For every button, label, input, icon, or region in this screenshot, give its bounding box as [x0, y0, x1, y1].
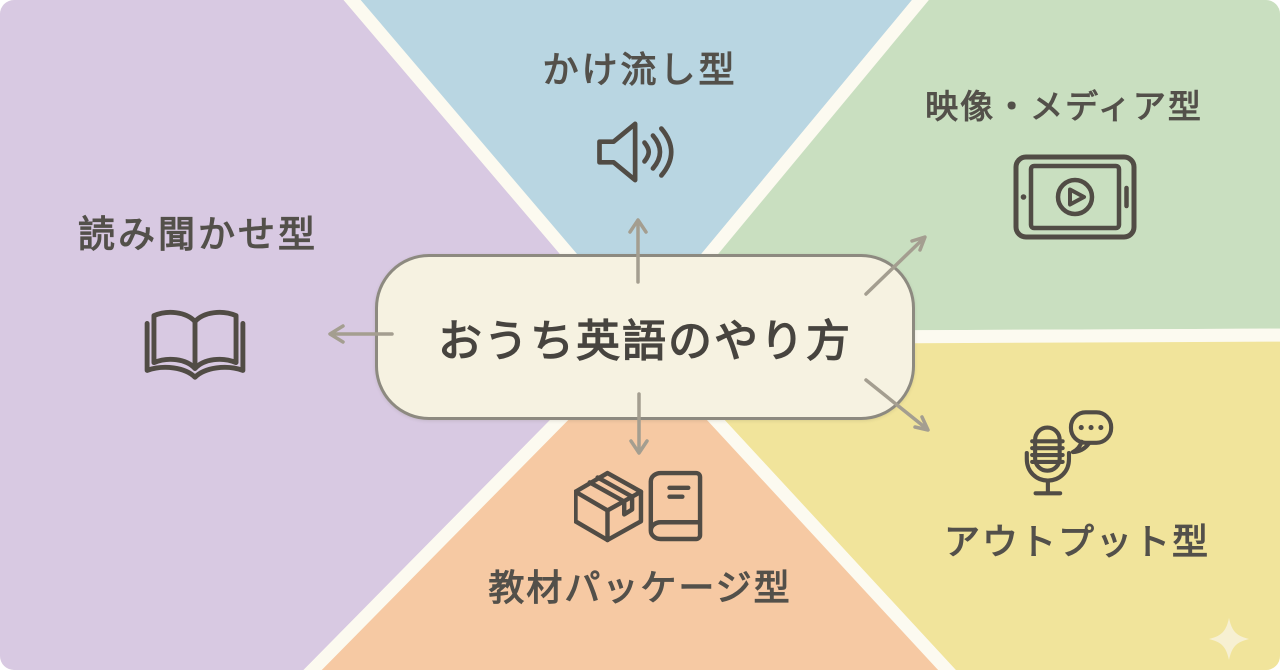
- section-label-output: アウトプット型: [943, 522, 1211, 563]
- section-label-kyozai: 教材パッケージ型: [488, 568, 792, 609]
- speaker-icon: [592, 116, 682, 188]
- center-node: おうち英語のやり方: [375, 254, 915, 420]
- wedge-kyozai: [303, 331, 956, 670]
- box-book-icon: [574, 470, 704, 545]
- microphone-speech-icon: [1016, 404, 1120, 508]
- tablet-play-icon: [1013, 154, 1137, 240]
- section-label-eizo-media: 映像・メディア型: [925, 87, 1203, 126]
- section-label-kakenagashi: かけ流し型: [542, 50, 738, 91]
- sparkle-decoration: [1209, 618, 1249, 660]
- open-book-icon: [140, 302, 250, 388]
- diagram-title: おうち英語のやり方: [438, 316, 852, 367]
- section-label-yomikikase: 読み聞かせ型: [78, 213, 318, 256]
